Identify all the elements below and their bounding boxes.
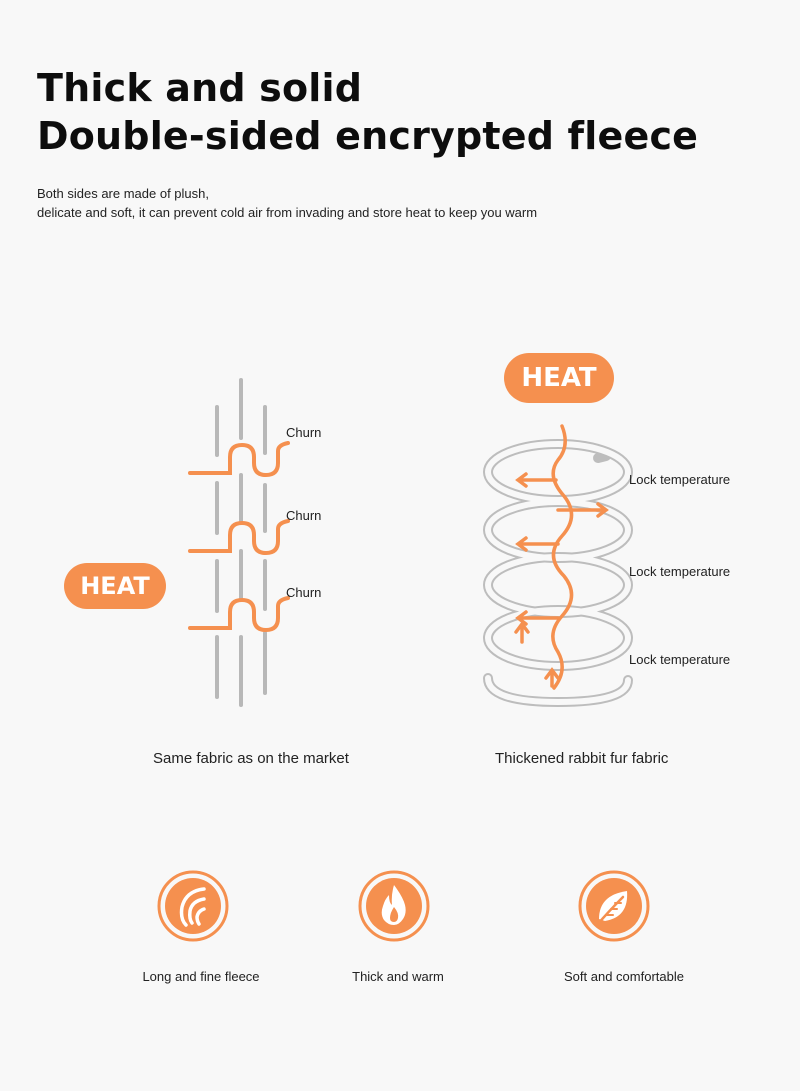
description: Both sides are made of plush, delicate a… [37,184,537,222]
title-line-1: Thick and solid [37,66,363,110]
lock-temperature-label-2: Lock temperature [629,564,731,579]
fleece-icon [157,870,229,942]
heat-flow-lines [188,441,290,633]
feature-label-soft: Soft and comfortable [564,969,684,984]
standard-fabric-diagram [188,378,290,707]
heat-badge-right: HEAT [504,353,614,403]
rabbit-fur-fabric-diagram [483,424,633,708]
feature-label-warm: Thick and warm [352,969,444,984]
feature-label-fleece: Long and fine fleece [142,969,260,984]
leaf-icon [578,870,650,942]
flame-icon [358,870,430,942]
heat-badge-left: HEAT [64,563,166,609]
left-diagram-caption: Same fabric as on the market [153,750,349,767]
churn-label-1: Churn [286,425,322,440]
lock-temperature-label-3: Lock temperature [629,652,731,667]
fiber-lines [215,378,267,707]
description-line-2: delicate and soft, it can prevent cold a… [37,205,538,220]
churn-label-2: Churn [286,508,322,523]
churn-label-3: Churn [286,585,322,600]
right-diagram-caption: Thickened rabbit fur fabric [495,750,669,767]
page-title: Thick and solid Double-sided encrypted f… [37,64,698,160]
coil-spring [483,439,633,708]
description-line-1: Both sides are made of plush, [37,186,209,201]
heat-locking-lines [514,424,609,690]
title-line-2: Double-sided encrypted fleece [37,114,699,158]
lock-temperature-label-1: Lock temperature [629,472,731,487]
